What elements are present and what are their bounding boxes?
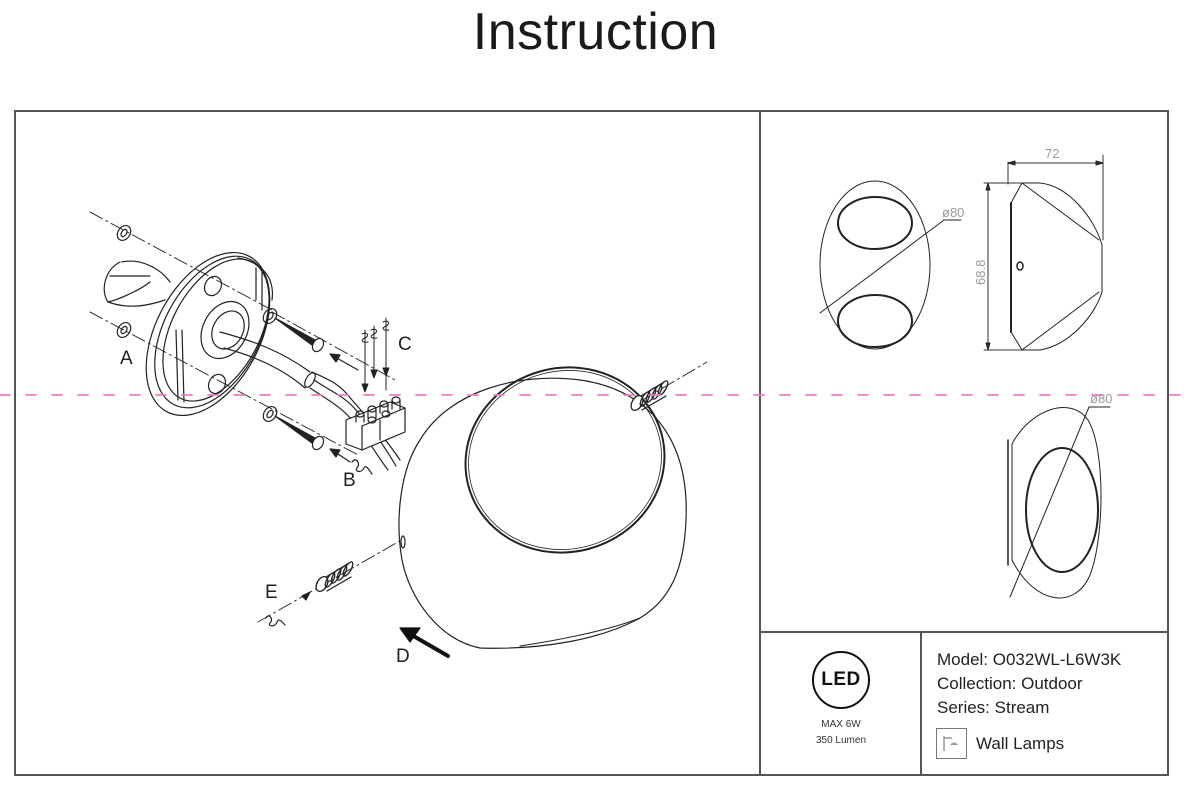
front-view-drawing <box>819 180 962 350</box>
washer-icon <box>262 405 278 423</box>
dimension-height-label: 68.8 <box>973 260 988 285</box>
dimension-diameter-front-label: ø80 <box>942 205 964 220</box>
arrow-icon <box>329 353 373 475</box>
power-cable <box>219 331 401 471</box>
arrow-icon <box>265 591 311 627</box>
panel-divider-horizontal <box>760 631 1169 633</box>
washer-icon <box>116 321 132 339</box>
wall-lamp-icon <box>936 728 967 759</box>
screw-icon <box>274 415 325 451</box>
model-text: Model: O032WL-L6W3K <box>937 650 1122 669</box>
category: Wall Lamps <box>936 728 1064 759</box>
part-label-d: D <box>396 646 410 667</box>
part-label-b: B <box>343 470 356 491</box>
max-power: MAX 6W <box>821 719 861 730</box>
terminal-screws <box>361 317 390 393</box>
panel-divider-vertical <box>759 110 761 776</box>
instruction-frame <box>14 110 1169 776</box>
led-badge-icon: LED <box>812 651 870 709</box>
category-label: Wall Lamps <box>976 733 1065 753</box>
dimension-diameter-side-label: ø80 <box>1090 391 1112 406</box>
part-label-e: E <box>265 582 278 603</box>
part-label-a: A <box>120 348 133 369</box>
axis-line-upper <box>89 211 273 311</box>
part-label-c: C <box>398 334 412 355</box>
dimension-width-label: 72 <box>1045 146 1059 161</box>
wall-conduit <box>103 260 171 307</box>
screw-icon <box>274 317 325 353</box>
info-divider <box>920 632 922 776</box>
product-info: Model: O032WL-L6W3K Collection: Outdoor … <box>937 648 1121 720</box>
wall-anchor-icon <box>315 561 354 593</box>
side-view-drawing <box>983 154 1104 351</box>
collection-text: Collection: Outdoor <box>937 674 1083 693</box>
wall-anchor-icon <box>630 380 669 412</box>
washer-icon <box>116 224 132 242</box>
bottom-view-drawing <box>1007 406 1111 599</box>
page-title: Instruction <box>472 3 719 61</box>
lumen-output: 350 Lumen <box>815 735 867 746</box>
wall-mounting-plate <box>145 251 274 417</box>
lamp-body <box>398 366 687 649</box>
series-text: Series: Stream <box>937 698 1050 717</box>
terminal-block <box>345 396 406 451</box>
led-spec-panel: LED MAX 6W 350 Lumen <box>762 634 920 774</box>
led-badge-text: LED <box>821 669 861 690</box>
direction-arrow-icon <box>399 627 450 658</box>
